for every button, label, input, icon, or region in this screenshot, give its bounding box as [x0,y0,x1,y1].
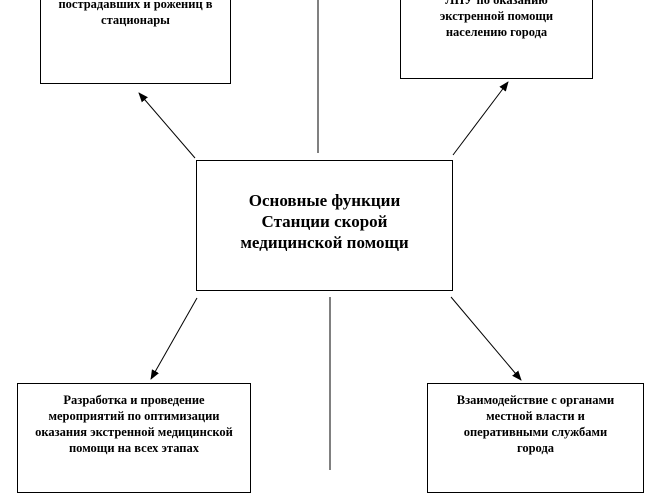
box-top-right: ЛПУ по оказанию экстренной помощи населе… [400,0,593,79]
arrow-bottom-right [450,296,522,381]
box-text: Взаимодействие с органами [456,393,615,407]
box-text: помощи на всех этапах [68,441,200,455]
box-center: Основные функции Станции скорой медицинс… [196,160,453,291]
box-bottom-right: Взаимодействие с органами местной власти… [427,383,644,493]
box-text: мероприятий по оптимизации [48,409,220,423]
box-text: пострадавших и рожениц в [58,0,213,11]
arrow-top-right [452,81,509,156]
box-text: оказания экстренной медицинской [35,425,233,439]
box-text: населению города [445,25,548,39]
box-text: Разработка и проведение [63,393,205,407]
box-text: оперативными службами [463,425,608,439]
center-title-line: Основные функции [248,191,401,210]
arrow-bottom-left [150,297,198,380]
box-text: экстренной помощи [439,9,554,23]
box-bottom-left: Разработка и проведение мероприятий по о… [17,383,251,493]
center-title-line: Станции скорой [261,212,388,231]
center-title-line: медицинской помощи [240,233,409,252]
arrow-top-left [138,92,196,159]
box-top-left: пострадавших и рожениц в стационары [40,0,231,84]
box-text: ЛПУ по оказанию [445,0,548,7]
box-text: стационары [101,13,170,27]
box-text: города [516,441,555,455]
connectors [138,0,522,470]
box-text: местной власти и [486,409,585,423]
